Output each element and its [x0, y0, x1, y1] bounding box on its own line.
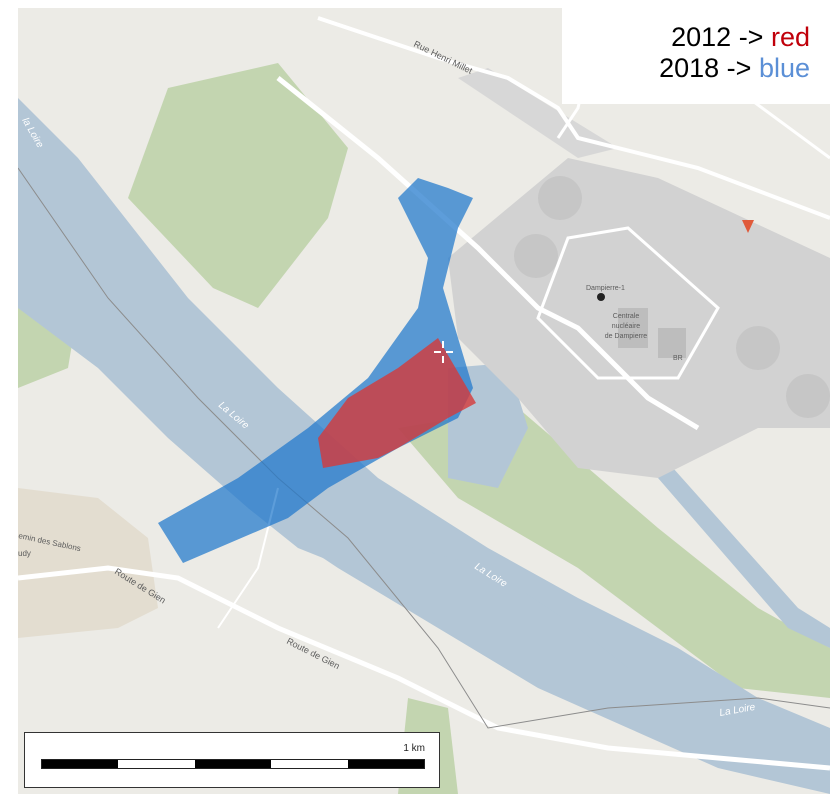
map-canvas[interactable]: Rue Henri Millet Route de Gien Route de … [18, 8, 830, 794]
legend: 2012 -> red 2018 -> blue [562, 8, 830, 104]
triangle-marker-icon [742, 220, 754, 233]
village-area [18, 488, 158, 638]
scale-bar-segment [194, 760, 272, 768]
legend-row-2012: 2012 -> red [562, 22, 810, 53]
reactor-building-2 [658, 328, 686, 358]
legend-arrow-2018: -> [726, 53, 752, 83]
legend-color-blue: blue [758, 53, 810, 83]
cooling-tower-3 [736, 326, 780, 370]
legend-arrow-2012: -> [738, 22, 764, 52]
loire-river-branch [248, 478, 628, 678]
reactor-building [618, 308, 648, 348]
label-dampierre-1: Dampierre-1 [586, 285, 625, 292]
scale-bar-segment [271, 760, 348, 768]
scale-bar-track [41, 759, 425, 769]
map-svg[interactable]: Rue Henri Millet Route de Gien Route de … [18, 8, 830, 794]
scale-bar-segment [347, 760, 424, 768]
loire-river-main [18, 98, 830, 794]
label-centrale: Centrale [613, 313, 640, 320]
cooling-tower-2 [514, 234, 558, 278]
crosshair-icon [434, 341, 453, 363]
legend-year-2018: 2018 [659, 53, 720, 83]
road-henri-millet [317, 16, 830, 220]
legend-year-2012: 2012 [671, 22, 732, 52]
label-nucleaire: nucléaire [612, 323, 641, 330]
plume-2012-red [318, 338, 476, 468]
label-br: BR [673, 355, 683, 362]
label-de-dampierre: de Dampierre [605, 333, 648, 340]
power-line [18, 167, 830, 729]
canal [658, 463, 830, 648]
scale-bar: 1 km [24, 732, 440, 788]
legend-row-2018: 2018 -> blue [562, 53, 810, 84]
route-de-gien [18, 565, 830, 771]
legend-color-red: red [770, 22, 810, 52]
forest-patch-north [128, 63, 348, 308]
scale-bar-label: 1 km [403, 743, 425, 754]
reactor-compound-road [536, 226, 720, 380]
scale-bar-segment [42, 760, 119, 768]
forest-patch-river-island [398, 408, 830, 698]
cooling-tower-4 [786, 374, 830, 418]
cooling-tower-1 [538, 176, 582, 220]
label-udy: udy [18, 549, 31, 558]
site-dot-icon [597, 293, 605, 301]
scale-bar-segment [118, 760, 195, 768]
road-north-plant [276, 76, 700, 431]
